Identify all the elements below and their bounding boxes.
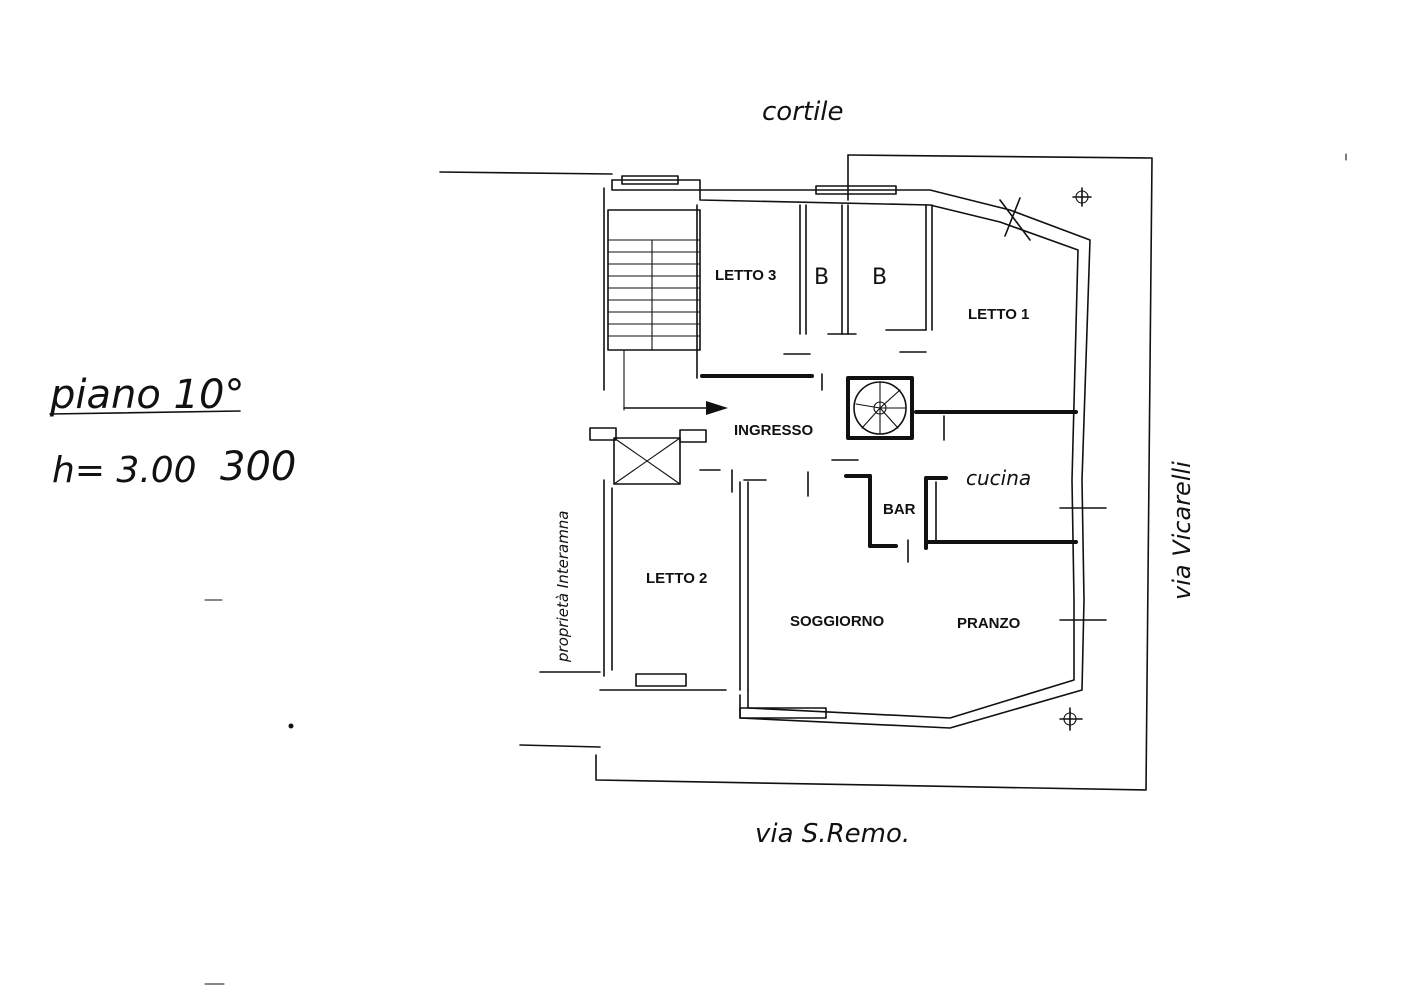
height-label: h= 3.00 — [52, 450, 197, 491]
north-marker-icon — [1059, 707, 1083, 731]
stairwell — [607, 209, 728, 415]
adjacent-property-label: proprietà Interamna — [554, 510, 572, 663]
room-label-bar: BAR — [883, 501, 916, 518]
room-label-letto3: LETTO 3 — [715, 267, 776, 284]
room-label-cucina: cucina — [966, 466, 1031, 490]
spiral-staircase — [846, 376, 914, 440]
room-label-letto2: LETTO 2 — [646, 570, 707, 587]
floor-label-underline — [49, 410, 241, 415]
room-label-bagno-b: B — [872, 265, 887, 290]
street-label-top: cortile — [762, 97, 844, 127]
entry-arrow — [706, 401, 728, 415]
site-boundary — [439, 154, 1153, 791]
interior-walls — [599, 204, 1107, 719]
elevator-shaft — [589, 427, 707, 485]
exterior-walls — [603, 154, 1091, 729]
height-value: 300 — [220, 444, 296, 490]
room-label-letto1: LETTO 1 — [968, 306, 1029, 323]
stair-treads — [607, 239, 701, 337]
floor-heading: piano 10° h= 3.00 300 — [49, 372, 296, 491]
street-label-bottom: via S.Remo. — [755, 819, 910, 849]
street-label-right: via Vicarelli — [1168, 461, 1196, 600]
room-label-pranzo: PRANZO — [957, 615, 1021, 632]
stray-dot — [288, 723, 294, 729]
north-marker-icon — [1072, 187, 1092, 207]
room-label-bagno-a: B — [814, 265, 829, 290]
floor-label: piano 10° — [49, 372, 244, 418]
room-label-ingresso: INGRESSO — [734, 422, 814, 439]
room-label-soggiorno: SOGGIORNO — [790, 613, 885, 630]
